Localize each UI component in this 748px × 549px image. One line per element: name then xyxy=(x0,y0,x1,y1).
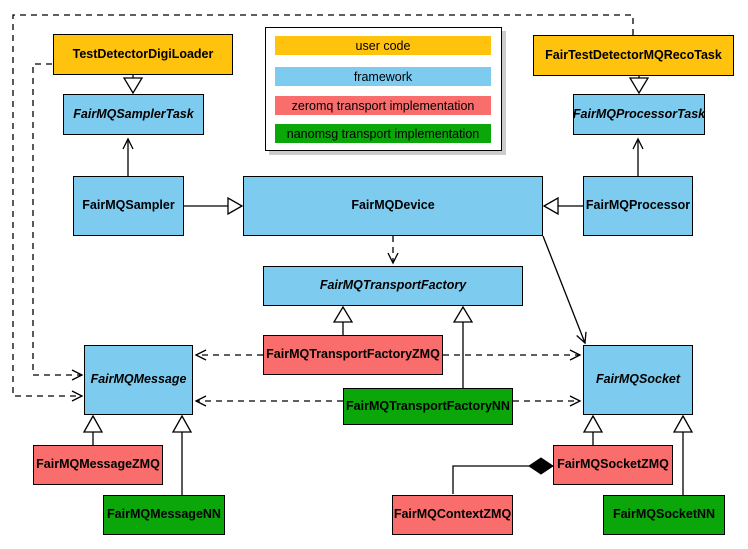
node-fairmqprocessortask: FairMQProcessorTask xyxy=(573,94,705,135)
legend-item-nanomsg: nanomsg transport implementation xyxy=(275,124,491,143)
node-fairmqtransportfactoryzmq: FairMQTransportFactoryZMQ xyxy=(263,335,443,375)
inheritance-triangle-processortask xyxy=(628,77,650,95)
node-fairmqsamplertask: FairMQSamplerTask xyxy=(63,94,204,135)
composition-diamond xyxy=(528,457,554,475)
inheritance-triangle-samplertask xyxy=(122,77,144,95)
edge-dependency-recotask-to-message xyxy=(12,14,634,402)
node-fairmqcontextzmq: FairMQContextZMQ xyxy=(392,495,513,535)
node-fairmqprocessor: FairMQProcessor xyxy=(583,176,693,236)
inheritance-triangle-device-left xyxy=(227,196,244,216)
node-fairmqmessage: FairMQMessage xyxy=(84,345,193,415)
inheritance-triangle-device-right xyxy=(542,196,559,216)
node-fairmqmessagezmq: FairMQMessageZMQ xyxy=(33,445,163,485)
node-fairmqmessagenn: FairMQMessageNN xyxy=(103,495,225,535)
legend-item-framework: framework xyxy=(275,67,491,86)
edge-composition-socketzmq-contextzmq xyxy=(452,465,529,494)
node-fairmqsampler: FairMQSampler xyxy=(73,176,184,236)
node-testdetectordigiloader: TestDetectorDigiLoader xyxy=(53,34,233,75)
inheritance-triangle-factory-zmq xyxy=(332,305,354,323)
legend-item-zeromq: zeromq transport implementation xyxy=(275,96,491,115)
node-fairmqtransportfactory: FairMQTransportFactory xyxy=(263,266,523,306)
node-fairmqtransportfactorynn: FairMQTransportFactoryNN xyxy=(343,388,513,425)
legend-item-user-code: user code xyxy=(275,36,491,55)
node-fairmqsocketzmq: FairMQSocketZMQ xyxy=(553,445,673,485)
legend-box: user code framework zeromq transport imp… xyxy=(265,27,502,151)
node-fairmqsocketnn: FairMQSocketNN xyxy=(603,495,725,535)
inheritance-triangle-message-nn xyxy=(171,414,193,433)
node-fairtestdetectormqrecotask: FairTestDetectorMQRecoTask xyxy=(533,35,734,76)
node-fairmqsocket: FairMQSocket xyxy=(583,345,693,415)
inheritance-triangle-factory-nn xyxy=(452,305,474,323)
inheritance-triangle-socket-nn xyxy=(672,414,694,433)
inheritance-triangle-message-zmq xyxy=(82,414,104,433)
edge-dependency-digiloader-to-message xyxy=(32,63,84,381)
inheritance-triangle-socket-zmq xyxy=(582,414,604,433)
edge-association-device-to-socket xyxy=(542,235,587,345)
node-fairmqdevice: FairMQDevice xyxy=(243,176,543,236)
